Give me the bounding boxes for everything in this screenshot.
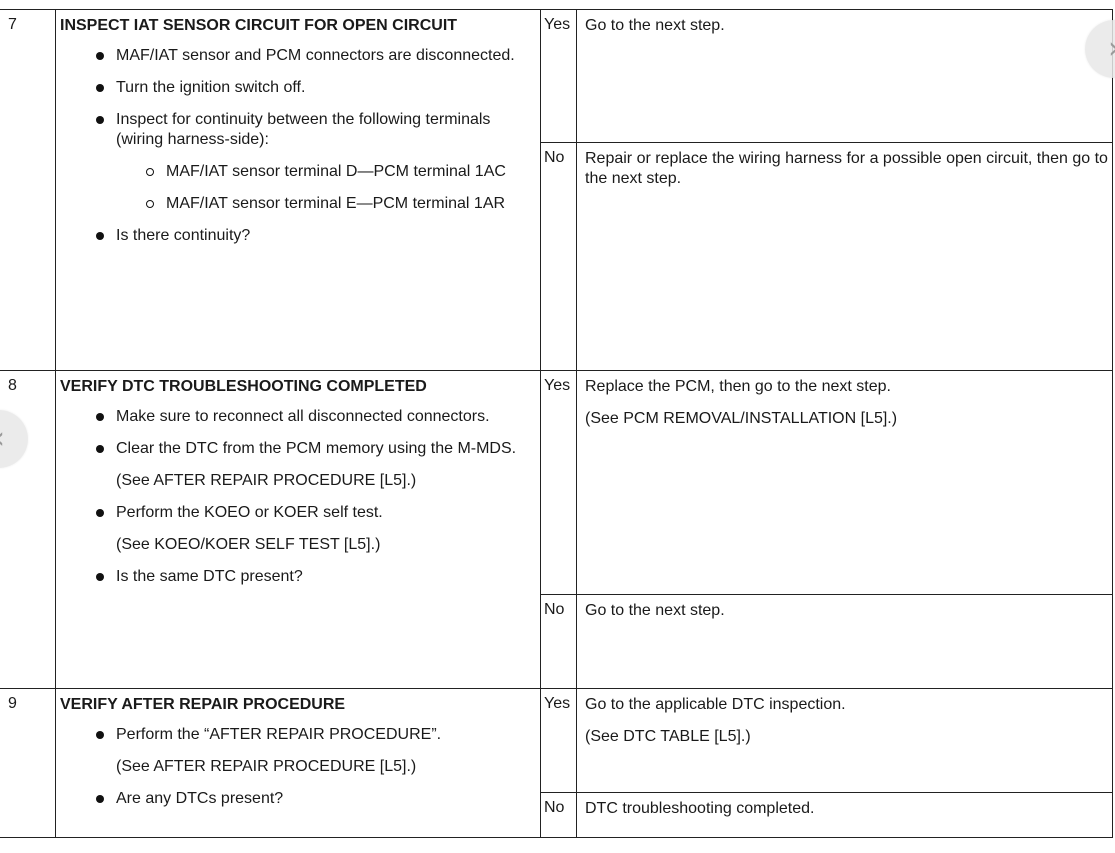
step-body: VERIFY AFTER REPAIR PROCEDURE Perform th… — [55, 688, 541, 838]
action-text: Go to the next step. — [585, 602, 725, 619]
yes-label: Yes — [540, 688, 577, 793]
step-title: VERIFY AFTER REPAIR PROCEDURE — [60, 696, 346, 713]
action-text: DTC troubleshooting completed. — [585, 800, 815, 817]
step-number: 7 — [0, 9, 56, 371]
list-item: Perform the KOEO or KOER self test. — [60, 503, 536, 523]
sub-list-item: MAF/IAT sensor terminal D—PCM terminal 1… — [60, 162, 536, 182]
no-action: Go to the next step. — [576, 594, 1113, 689]
step-title: INSPECT IAT SENSOR CIRCUIT FOR OPEN CIRC… — [60, 17, 458, 34]
reference-note: (See AFTER REPAIR PROCEDURE [L5].) — [116, 758, 417, 775]
list-item: Turn the ignition switch off. — [60, 78, 536, 98]
list-item: Is the same DTC present? — [60, 567, 536, 587]
list-item: Is there continuity? — [60, 226, 536, 246]
action-reference: (See PCM REMOVAL/INSTALLATION [L5].) — [585, 410, 898, 427]
no-label: No — [540, 594, 577, 689]
action-text: Go to the next step. — [585, 17, 725, 34]
table-row: No Go to the next step. — [0, 594, 1113, 689]
list-item: Inspect for continuity between the follo… — [60, 110, 536, 150]
table-row: No DTC troubleshooting completed. — [0, 792, 1113, 838]
step-number: 9 — [0, 688, 56, 838]
no-label: No — [540, 142, 577, 371]
no-action: DTC troubleshooting completed. — [576, 792, 1113, 838]
action-reference: (See DTC TABLE [L5].) — [585, 728, 751, 745]
list-item: MAF/IAT sensor and PCM connectors are di… — [60, 46, 536, 66]
list-item: Perform the “AFTER REPAIR PROCEDURE”. — [60, 725, 536, 745]
no-label: No — [540, 792, 577, 838]
step-body: VERIFY DTC TROUBLESHOOTING COMPLETED Mak… — [55, 370, 541, 689]
step-body: INSPECT IAT SENSOR CIRCUIT FOR OPEN CIRC… — [55, 9, 541, 371]
troubleshooting-table: 7 INSPECT IAT SENSOR CIRCUIT FOR OPEN CI… — [0, 9, 1113, 838]
action-text: Replace the PCM, then go to the next ste… — [585, 378, 891, 395]
list-item: Make sure to reconnect all disconnected … — [60, 407, 536, 427]
list-item: Are any DTCs present? — [60, 789, 536, 809]
reference-note: (See AFTER REPAIR PROCEDURE [L5].) — [116, 472, 417, 489]
yes-action: Replace the PCM, then go to the next ste… — [576, 370, 1113, 595]
chevron-left-icon: ‹ — [0, 424, 5, 454]
yes-action: Go to the next step. — [576, 9, 1113, 143]
chevron-right-icon: › — [1108, 34, 1115, 64]
no-action: Repair or replace the wiring harness for… — [576, 142, 1113, 371]
action-text: Repair or replace the wiring harness for… — [585, 150, 1108, 187]
reference-note: (See KOEO/KOER SELF TEST [L5].) — [116, 536, 381, 553]
table-row: 8 VERIFY DTC TROUBLESHOOTING COMPLETED M… — [0, 370, 1113, 689]
yes-label: Yes — [540, 9, 577, 143]
table-row: 9 VERIFY AFTER REPAIR PROCEDURE Perform … — [0, 688, 1113, 838]
table-row: No Repair or replace the wiring harness … — [0, 142, 1113, 371]
action-text: Go to the applicable DTC inspection. — [585, 696, 846, 713]
table-row: 7 INSPECT IAT SENSOR CIRCUIT FOR OPEN CI… — [0, 9, 1113, 371]
yes-action: Go to the applicable DTC inspection. (Se… — [576, 688, 1113, 793]
yes-label: Yes — [540, 370, 577, 595]
sub-list-item: MAF/IAT sensor terminal E—PCM terminal 1… — [60, 194, 536, 214]
list-item: Clear the DTC from the PCM memory using … — [60, 439, 536, 459]
step-title: VERIFY DTC TROUBLESHOOTING COMPLETED — [60, 378, 427, 395]
